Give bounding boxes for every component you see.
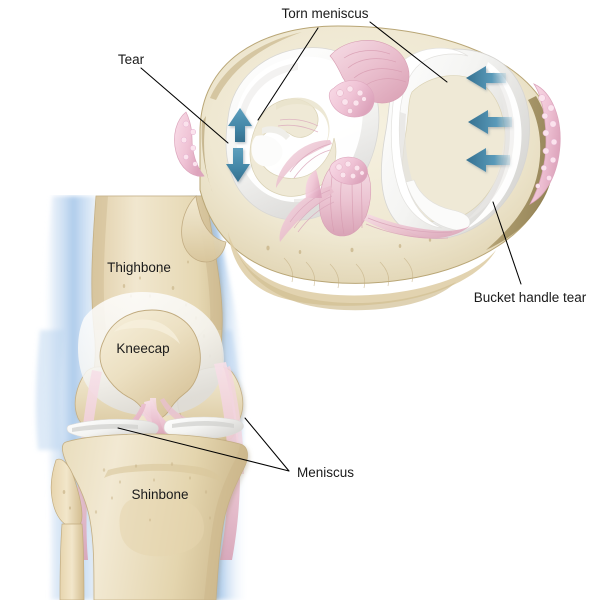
fibula-bone <box>50 458 85 600</box>
lateral-arrow-bottom-icon <box>466 148 510 172</box>
medial-tear-arrow-down-icon <box>226 148 250 182</box>
label-torn-meniscus: Torn meniscus <box>281 6 368 21</box>
transverse-ligament <box>276 140 335 242</box>
leader-torn-meniscus-2 <box>369 21 448 83</box>
leader-meniscus-medial <box>117 427 290 472</box>
leader-torn-meniscus <box>257 27 319 121</box>
label-bucket-handle-tear: Bucket handle tear <box>474 290 587 305</box>
cortical-rim <box>486 96 554 250</box>
lateral-arrow-top-icon <box>466 66 506 90</box>
shinbone-bone <box>62 433 248 600</box>
leader-lines <box>117 21 522 472</box>
direction-arrows <box>226 66 512 182</box>
medial-tear-arrow-up-icon <box>228 108 252 142</box>
lateral-compartment <box>381 47 530 239</box>
medial-fat-pad <box>174 111 205 177</box>
kneecap-bone <box>99 309 201 420</box>
lateral-fat-pad <box>529 83 561 205</box>
central-fat-pad <box>305 170 322 198</box>
leader-meniscus-lateral <box>244 417 290 472</box>
leader-bucket-handle-tear <box>492 201 522 285</box>
label-meniscus: Meniscus <box>297 465 354 480</box>
label-kneecap: Kneecap <box>116 341 169 356</box>
plateau-edge-highlight <box>210 32 302 100</box>
label-shinbone: Shinbone <box>131 487 188 502</box>
tibial-plateau-top-view-panel <box>174 25 561 311</box>
posterior-ligament-fibers <box>364 214 470 239</box>
leader-tear <box>140 67 229 144</box>
text-labels: Tear Torn meniscus Bucket handle tear Th… <box>107 6 587 502</box>
label-tear: Tear <box>118 52 145 67</box>
posterior-bone-stub <box>181 195 227 263</box>
cortical-rim-left <box>201 116 214 196</box>
label-thighbone: Thighbone <box>107 260 171 275</box>
intercondylar-region <box>276 40 470 242</box>
knee-front-view-panel <box>35 195 250 600</box>
lateral-arrow-middle-icon <box>468 110 512 134</box>
